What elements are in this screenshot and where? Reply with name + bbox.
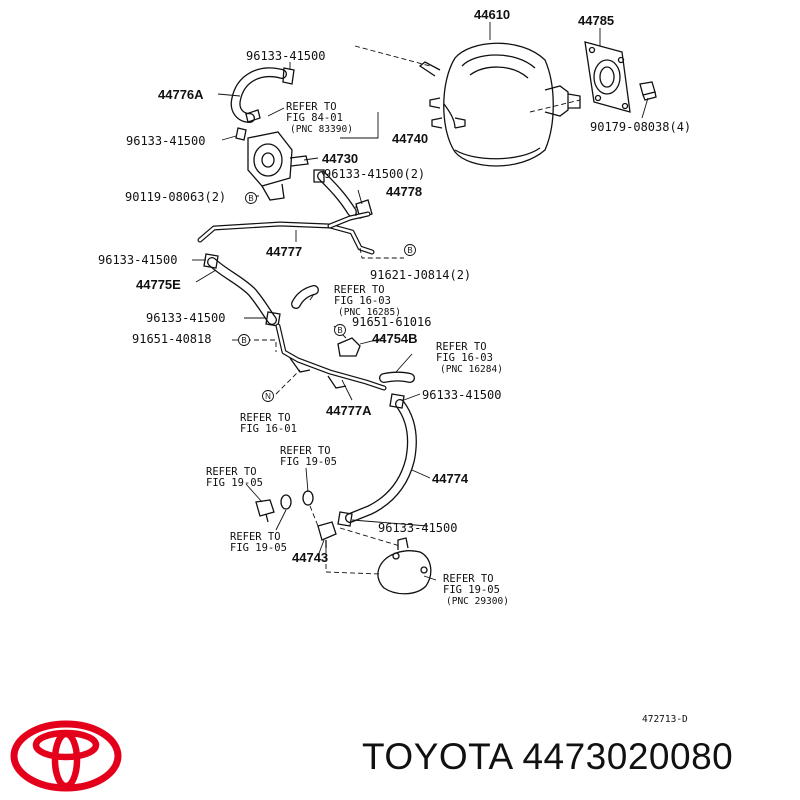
label-90179: 90179-08038(4) <box>590 120 691 134</box>
label-refer-84-l2: FIG 84-01 <box>286 112 343 124</box>
ref-marker-b: B <box>404 244 416 256</box>
illustration-code: 472713-D <box>642 714 688 725</box>
label-91651-40818: 91651-40818 <box>132 332 211 346</box>
label-refer-1603a-l3: (PNC 16285) <box>338 307 401 318</box>
label-refer-1905a-l2: FIG 19-05 <box>280 456 337 468</box>
label-44730: 44730 <box>322 151 358 166</box>
hose-44775e <box>207 257 277 325</box>
label-44778: 44778 <box>386 184 422 199</box>
union-44743 <box>317 521 337 548</box>
clamp-96133-top <box>282 67 295 85</box>
ref-marker-b-text: B <box>248 194 253 203</box>
label-96133-pair: 96133-41500(2) <box>324 167 425 181</box>
ref-marker-n-text: N <box>265 392 271 401</box>
label-refer-1601-l2: FIG 16-01 <box>240 423 297 435</box>
label-refer-84-l3: (PNC 83390) <box>290 124 353 135</box>
clamp-96133-bottom <box>337 511 353 527</box>
ref-marker-n: N <box>262 390 274 402</box>
vacuum-pump <box>377 537 432 595</box>
label-91651-61016: 91651-61016 <box>352 315 431 329</box>
label-44754b: 44754B <box>372 331 418 346</box>
label-44785: 44785 <box>578 13 614 28</box>
ref-marker-b: B <box>238 334 250 346</box>
label-44775e: 44775E <box>136 277 181 292</box>
label-44774: 44774 <box>432 471 469 486</box>
label-96133-left: 96133-41500 <box>126 134 205 148</box>
label-refer-1905d-l2: FIG 19-05 <box>443 584 500 596</box>
label-96133-right: 96133-41500 <box>422 388 501 402</box>
clamp-96133-right <box>389 393 405 409</box>
label-refer-1601-l1: REFER TO <box>240 412 291 424</box>
ref-marker-b-text: B <box>241 336 246 345</box>
label-refer-1905b-l1: REFER TO <box>206 466 257 478</box>
label-refer-1905c-l2: FIG 19-05 <box>230 542 287 554</box>
label-96133-low: 96133-41500 <box>146 311 225 325</box>
union-bolt <box>255 490 314 523</box>
label-44740: 44740 <box>392 131 428 146</box>
clamp-96133-mid <box>203 253 219 269</box>
ref-marker-b: B <box>334 324 346 336</box>
label-refer-1905b-l2: FIG 19-05 <box>206 477 263 489</box>
label-refer-1603b-l3: (PNC 16284) <box>440 364 503 375</box>
brand-part-number: TOYOTA 4473020080 <box>362 736 734 777</box>
ref-marker-b-text: B <box>337 326 342 335</box>
toyota-logo-icon <box>10 720 122 792</box>
hose-44778 <box>317 171 357 217</box>
label-refer-1603b-l2: FIG 16-03 <box>436 352 493 364</box>
label-96133-top: 96133-41500 <box>246 49 325 63</box>
pipe-44777a <box>275 323 387 391</box>
label-96133-mid: 96133-41500 <box>98 253 177 267</box>
label-90119: 90119-08063(2) <box>125 190 226 204</box>
clamp-96133-pair <box>313 169 325 183</box>
gasket-44785 <box>584 41 657 113</box>
ref-marker-b: B <box>245 192 257 204</box>
ref-marker-b-text: B <box>407 246 412 255</box>
brake-booster-44610 <box>418 42 581 167</box>
hose-44776a <box>230 67 287 123</box>
hose-44774 <box>345 399 417 523</box>
label-refer-1603b-l1: REFER TO <box>436 341 487 353</box>
clamp-96133-left <box>235 127 247 141</box>
label-91621: 91621-J0814(2) <box>370 268 471 282</box>
label-96133-bottom: 96133-41500 <box>378 521 457 535</box>
label-refer-1905a-l1: REFER TO <box>280 445 331 457</box>
label-refer-1905d-l1: REFER TO <box>443 573 494 585</box>
label-44777a: 44777A <box>326 403 372 418</box>
label-refer-1603a-l1: REFER TO <box>334 284 385 296</box>
label-44610: 44610 <box>474 7 510 22</box>
label-refer-84-l1: REFER TO <box>286 101 337 113</box>
bracket-44754b <box>337 337 361 357</box>
label-44743: 44743 <box>292 550 328 565</box>
label-refer-1905c-l1: REFER TO <box>230 531 281 543</box>
label-44776a: 44776A <box>158 87 204 102</box>
label-refer-1603a-l2: FIG 16-03 <box>334 295 391 307</box>
label-refer-1905d-l3: (PNC 29300) <box>446 596 509 607</box>
label-44777: 44777 <box>266 244 302 259</box>
